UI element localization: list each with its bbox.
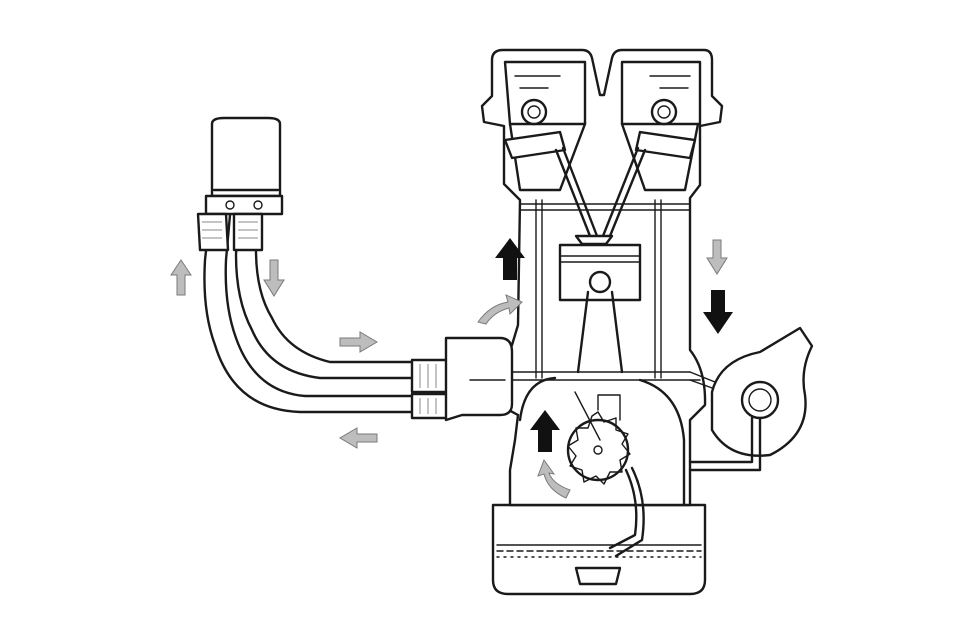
grey-arrow-left-return — [339, 427, 378, 449]
oil-sump — [491, 503, 707, 596]
dark-arrow-up-block — [495, 238, 525, 280]
dark-arrow-up-pump — [530, 410, 560, 452]
dark-arrow-down-right — [703, 290, 733, 334]
grey-arrow-up-filter-left — [170, 259, 192, 296]
connecting-rod — [576, 290, 624, 374]
oil-filter — [204, 116, 284, 216]
grey-arrow-curved-at-pump — [537, 458, 571, 499]
oil-cooler-hoses — [203, 213, 422, 414]
camshaft-right — [634, 98, 697, 160]
flow-arrows — [170, 238, 733, 499]
oil-pickup-tube — [608, 466, 645, 558]
piston — [558, 243, 642, 302]
grey-arrow-right-to-block — [339, 331, 378, 353]
oil-pump-gear — [566, 391, 631, 485]
grey-arrow-curved-into-block — [477, 294, 523, 325]
drain-plug — [574, 566, 622, 586]
grey-arrow-down-right-top — [706, 239, 728, 275]
grey-arrow-down-filter-right — [263, 259, 285, 297]
hose-fittings — [196, 212, 514, 422]
turbocharger — [688, 326, 814, 472]
